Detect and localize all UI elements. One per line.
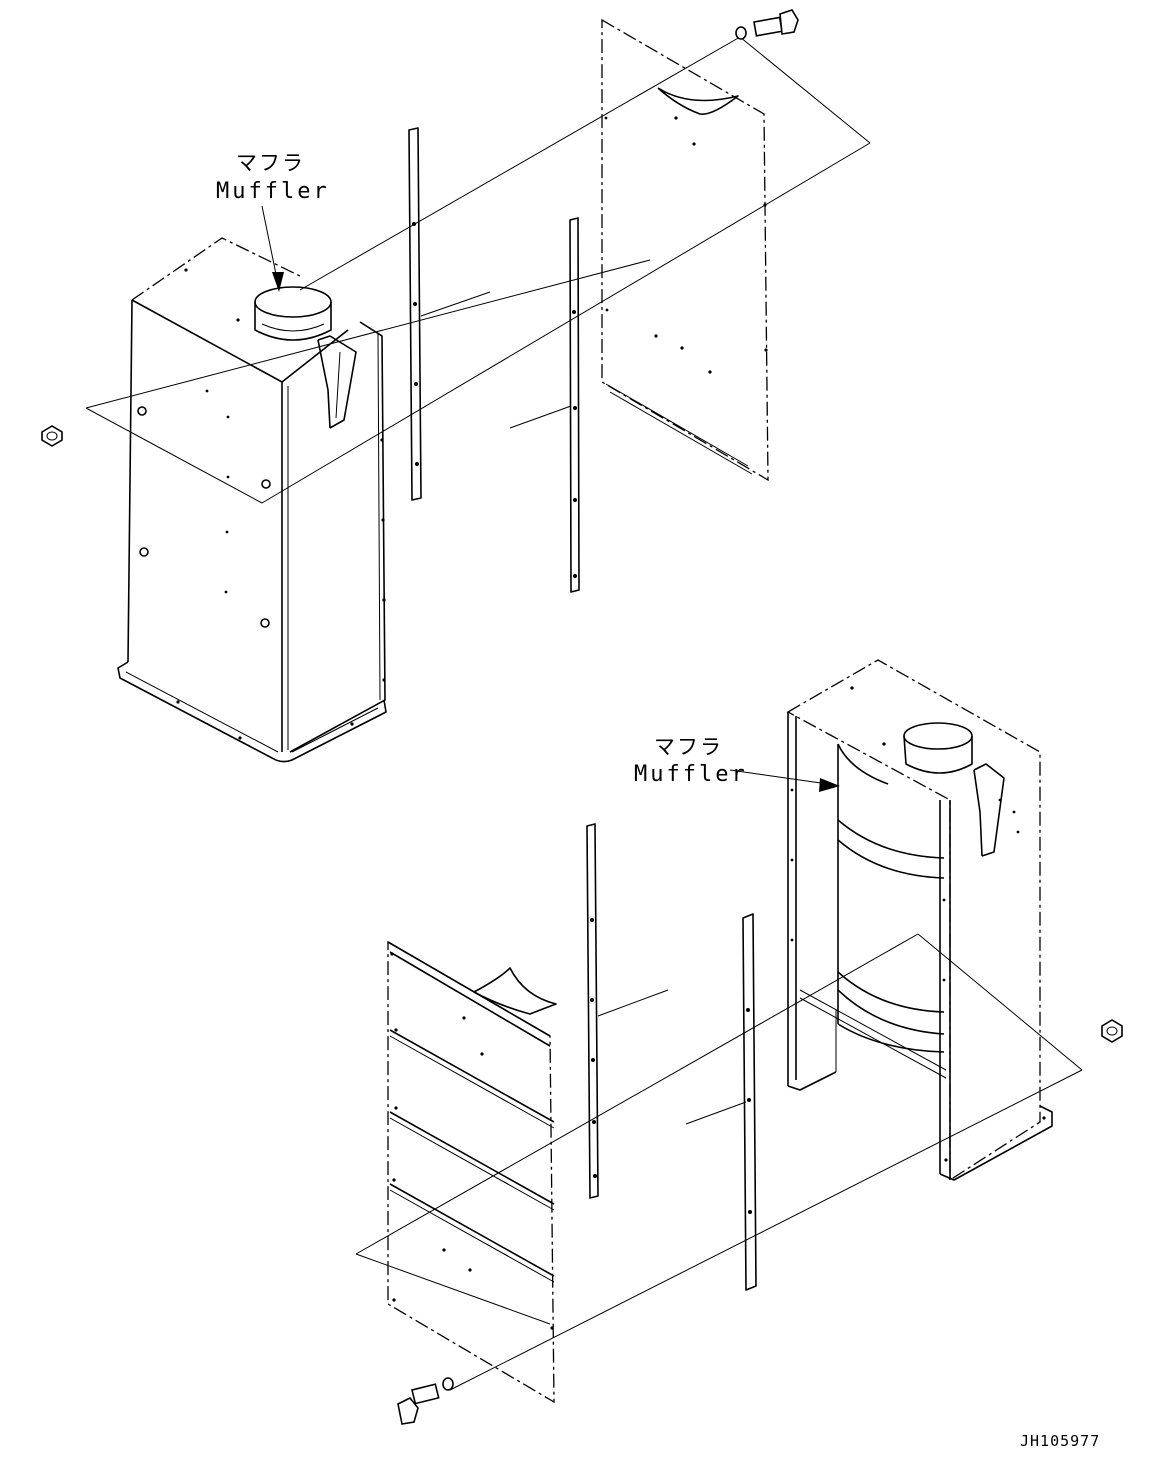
upper-muffler-cover-assembly: マフラ Muffler	[41, 9, 871, 763]
drawing-code: JH105977	[1020, 1432, 1100, 1450]
lower-muffler-label-en: Muffler	[634, 762, 748, 787]
lower-bolt-icon	[397, 1377, 454, 1425]
upper-muffler-cover-box	[117, 237, 387, 763]
lower-muffler-cover-assembly: マフラ Muffler	[355, 659, 1123, 1425]
upper-seal-strip-1	[408, 127, 491, 501]
lower-seal-strip-1	[586, 823, 669, 1199]
lower-muffler-label-ja: マフラ	[654, 735, 723, 759]
upper-seal-strip-2	[509, 217, 580, 593]
upper-muffler-label: マフラ Muffler	[216, 151, 330, 292]
lower-muffler-cover-box	[786, 659, 1053, 1182]
upper-muffler-label-ja: マフラ	[236, 151, 305, 175]
upper-side-panel	[601, 18, 769, 482]
upper-box-stud-bolts	[137, 406, 271, 628]
lower-side-panel	[387, 940, 557, 1404]
upper-nut-icon	[41, 425, 63, 447]
upper-bolt-icon	[735, 9, 799, 40]
lower-muffler-label: マフラ Muffler	[634, 735, 840, 792]
lower-nut-icon	[1101, 1019, 1123, 1043]
lower-assembly-lines	[355, 933, 1083, 1391]
upper-muffler-label-en: Muffler	[216, 179, 330, 204]
lower-seal-strip-2	[685, 913, 757, 1291]
upper-assembly-lines	[85, 36, 871, 504]
